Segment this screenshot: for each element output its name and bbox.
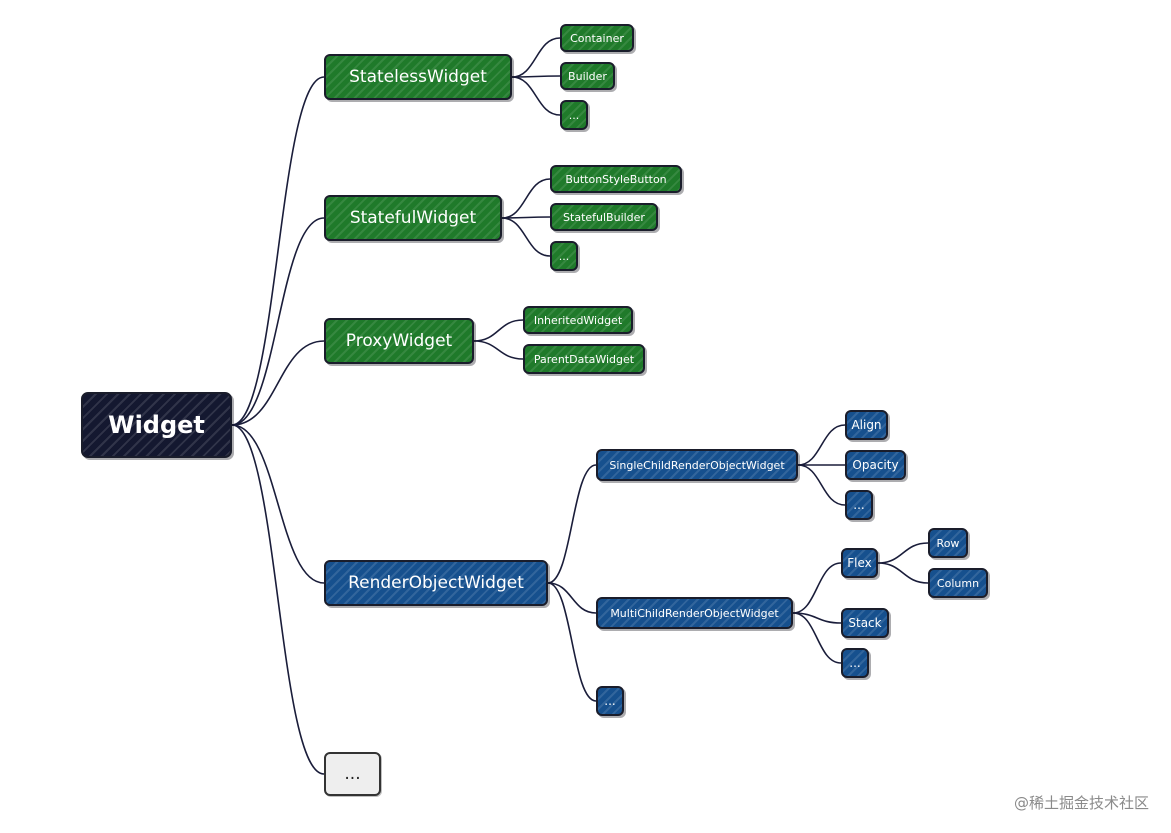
node-stateless-widget: StatelessWidget [324, 54, 512, 100]
connector-widget-to-stateless-widget [231, 76, 325, 426]
node-container: Container [560, 24, 634, 52]
node-align: Align [845, 410, 888, 440]
node-builder: Builder [560, 62, 615, 90]
node-stateful-more: ... [550, 241, 578, 271]
node-opacity: Opacity [845, 450, 906, 480]
node-column: Column [928, 568, 988, 598]
watermark: @稀土掘金技术社区 [1013, 794, 1149, 812]
node-single-more: ... [845, 490, 873, 520]
connector-multi-child-render-object-widget-to-flex [792, 562, 842, 614]
node-stateful-widget: StatefulWidget [324, 195, 502, 241]
node-multi-more: ... [841, 648, 869, 678]
connector-render-object-widget-to-single-child-render-object-widget [547, 464, 597, 584]
node-flex: Flex [841, 548, 878, 578]
node-inherited-widget: InheritedWidget [523, 306, 633, 334]
node-widget-more: ... [324, 752, 381, 796]
connector-proxy-widget-to-parent-data-widget [473, 340, 524, 360]
connector-stateful-widget-to-stateful-more [501, 217, 551, 257]
connector-render-object-widget-to-render-more [547, 582, 597, 702]
connector-widget-to-widget-more [231, 424, 325, 775]
node-multi-child-render-object-widget: MultiChildRenderObjectWidget [596, 597, 793, 629]
connector-widget-to-render-object-widget [231, 424, 325, 584]
node-button-style-button: ButtonStyleButton [550, 165, 682, 193]
node-single-child-render-object-widget: SingleChildRenderObjectWidget [596, 449, 798, 481]
connector-stateful-widget-to-button-style-button [501, 178, 551, 219]
node-render-more: ... [596, 686, 624, 716]
connector-stateless-widget-to-stateless-more [511, 76, 561, 116]
connector-widget-to-proxy-widget [231, 340, 325, 426]
node-row: Row [928, 528, 968, 558]
connector-flex-to-row [877, 542, 929, 564]
connector-single-child-render-object-widget-to-single-more [797, 464, 846, 506]
node-widget: Widget [81, 392, 232, 458]
connector-single-child-render-object-widget-to-align [797, 424, 846, 466]
connector-multi-child-render-object-widget-to-multi-more [792, 612, 842, 664]
node-stack: Stack [841, 608, 889, 638]
node-parent-data-widget: ParentDataWidget [523, 344, 645, 374]
node-proxy-widget: ProxyWidget [324, 318, 474, 364]
node-stateful-builder: StatefulBuilder [550, 203, 658, 231]
connector-render-object-widget-to-multi-child-render-object-widget [547, 582, 597, 614]
connector-proxy-widget-to-inherited-widget [473, 319, 524, 342]
node-render-object-widget: RenderObjectWidget [324, 560, 548, 606]
connector-widget-to-stateful-widget [231, 217, 325, 426]
node-stateless-more: ... [560, 100, 588, 130]
connector-flex-to-column [877, 562, 929, 584]
connector-stateless-widget-to-container [511, 37, 561, 78]
